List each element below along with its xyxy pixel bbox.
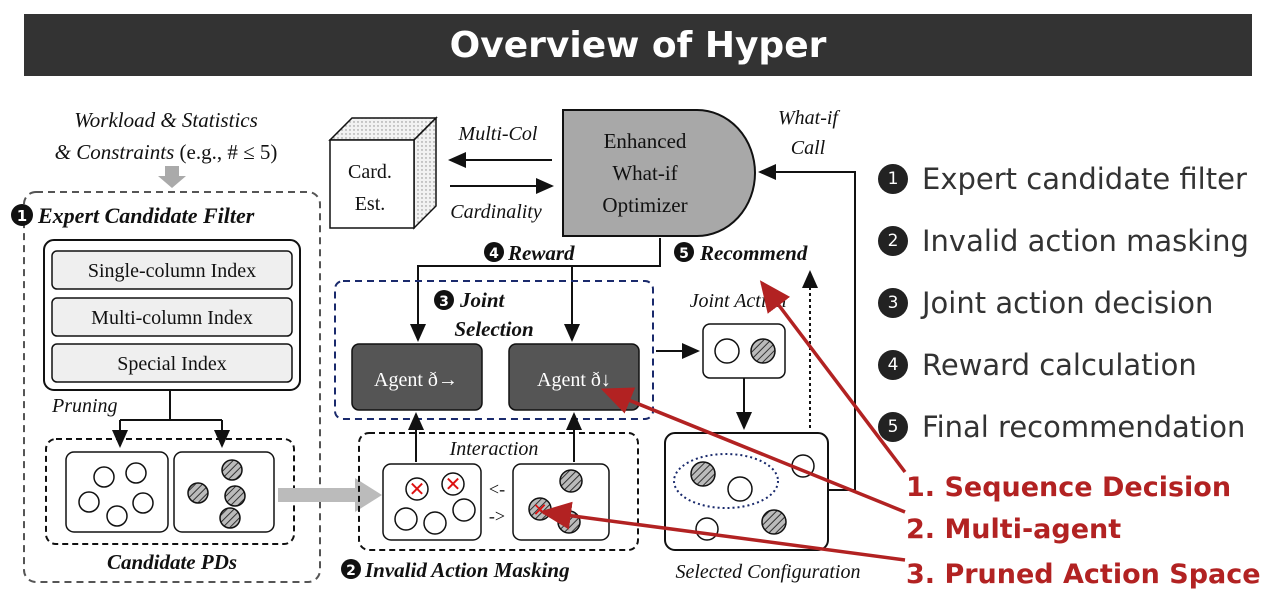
svg-text:✕: ✕ [409, 477, 426, 501]
legend-number: 4 [878, 350, 908, 380]
multi-col-label: Multi-Col [458, 123, 538, 145]
legend-item: 3 Joint action decision [878, 272, 1249, 334]
whatif-call-line2: Call [791, 137, 826, 159]
legend-text: Invalid action masking [922, 224, 1249, 258]
agent-1 [351, 343, 483, 411]
legend-number: 2 [878, 226, 908, 256]
card-est-line1: Card. [348, 161, 392, 183]
feature-sequence-decision: 1. Sequence Decision [906, 472, 1232, 503]
masking-arrow-right: -> [489, 506, 505, 526]
special-index-label: Special Index [117, 353, 226, 375]
joint-selection-box [334, 280, 654, 420]
pruning-label: Pruning [51, 395, 118, 417]
filter-number-badge [11, 204, 33, 226]
legend-text: Joint action decision [922, 286, 1214, 320]
legend-number: 1 [878, 164, 908, 194]
feature-pruned-action-space: 3. Pruned Action Space [906, 559, 1261, 590]
pruned-action-space-arrow [539, 501, 906, 562]
selected-config-label: Selected Configuration [676, 561, 861, 583]
masking-arrow-left: <- [489, 479, 505, 499]
reward-number: 4 [489, 246, 499, 262]
masking-box [358, 432, 639, 551]
legend-item: 4 Reward calculation [878, 334, 1249, 396]
agent-1-label: Agent ð→ [374, 369, 458, 391]
legend-item: 5 Final recommendation [878, 396, 1249, 458]
input-label-line1: Workload & Statistics [74, 108, 258, 132]
joint-selection-line2: Selection [454, 317, 533, 341]
filter-number: 1 [17, 207, 27, 225]
multi-column-index-label: Multi-column Index [91, 307, 253, 329]
optimizer-line3: Optimizer [602, 193, 687, 217]
recommend-number: 5 [679, 246, 689, 262]
special-index [51, 343, 293, 383]
legend-item: 2 Invalid action masking [878, 210, 1249, 272]
agent-2-label: Agent ð↓ [537, 369, 611, 391]
candidates-to-masking-arrow [278, 478, 382, 512]
page-title: Overview of Hyper [24, 14, 1252, 76]
joint-selection-number: 3 [439, 294, 449, 310]
svg-text:✕: ✕ [445, 472, 462, 496]
masking-number: 2 [346, 563, 356, 579]
whatif-call-line1: What-if [778, 107, 840, 129]
single-column-index [51, 250, 293, 290]
feature-multi-agent: 2. Multi-agent [906, 514, 1122, 545]
reward-label: Reward [507, 241, 575, 265]
sequence-decision-arrow [759, 280, 907, 474]
enhanced-whatif-optimizer [562, 109, 756, 237]
step-legend: 1 Expert candidate filter 2 Invalid action… [878, 148, 1249, 458]
interaction-label: Interaction [449, 438, 539, 460]
legend-number: 3 [878, 288, 908, 318]
recommend-label: Recommend [699, 241, 808, 265]
svg-text:✕: ✕ [532, 500, 547, 521]
legend-text: Reward calculation [922, 348, 1197, 382]
optimizer-line1: Enhanced [604, 129, 687, 153]
single-column-index-label: Single-column Index [88, 260, 256, 282]
candidate-pds-box [45, 438, 295, 545]
whatif-call-arrow [758, 164, 856, 491]
legend-number: 5 [878, 412, 908, 442]
multi-column-index [51, 297, 293, 337]
cardinality-label: Cardinality [450, 201, 542, 223]
filter-title: Expert Candidate Filter [37, 203, 255, 228]
legend-text: Final recommendation [922, 410, 1246, 444]
masking-label: Invalid Action Masking [364, 558, 570, 582]
expert-filter-box [23, 191, 321, 583]
input-label-line2: & Constraints (e.g., # ≤ 5) [55, 140, 278, 164]
card-est-cube [329, 139, 415, 229]
candidate-pds-label: Candidate PDs [107, 550, 237, 574]
joint-selection-line1: Joint [459, 288, 506, 312]
legend-text: Expert candidate filter [922, 162, 1247, 196]
card-est-line2: Est. [355, 193, 386, 215]
input-arrow [158, 166, 186, 188]
legend-item: 1 Expert candidate filter [878, 148, 1249, 210]
optimizer-line2: What-if [612, 161, 677, 185]
multi-agent-arrow [600, 387, 906, 514]
